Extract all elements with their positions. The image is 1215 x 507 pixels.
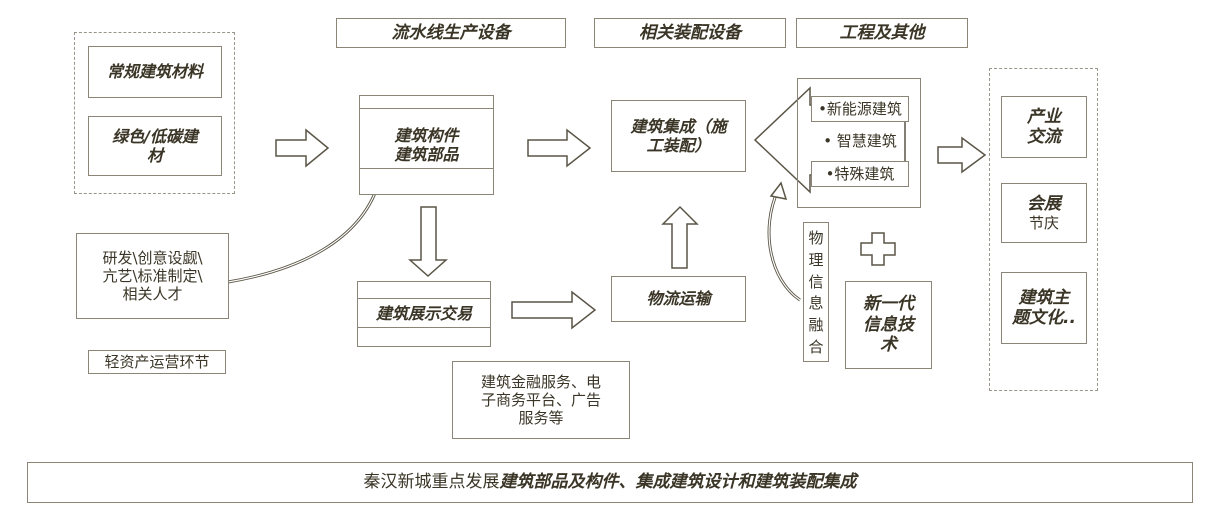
industry-group <box>989 68 1098 391</box>
rd-box: 研发\创意设觑\ 亢艺\标准制定\ 相关人才 <box>76 233 229 319</box>
materials-group <box>74 32 235 194</box>
footer-emphasis: 建筑部品及构件、集成建筑设计和建筑装配集成 <box>499 472 857 493</box>
info-fusion-char: 合 <box>808 337 824 356</box>
header-assembly-line: 流水线生产设备 <box>336 18 566 48</box>
components-line1: 建筑构件 <box>394 125 459 145</box>
expo-subtitle: 节庆 <box>1028 214 1059 233</box>
info-fusion-char: 融 <box>808 315 824 334</box>
info-fusion-box: 物 理 信 息 融 合 <box>803 222 829 362</box>
building-type-new-energy: •新能源建筑 <box>811 96 909 122</box>
expo-title: 会展 <box>1027 193 1061 214</box>
info-fusion-char: 息 <box>808 294 824 313</box>
building-type-special: •特殊建筑 <box>811 161 909 187</box>
light-asset-label: 轻资产运营环节 <box>88 350 226 374</box>
expo-box: 会展 节庆 <box>1001 183 1087 243</box>
arrow-to-integration <box>527 128 592 168</box>
finance-box: 建筑金融服务、电 子商务平台、广告 服务等 <box>452 361 630 439</box>
info-fusion-char: 信 <box>808 272 824 291</box>
components-line2: 建筑部品 <box>394 145 459 164</box>
building-types-box <box>797 78 921 208</box>
exhibition-box: 建筑展示交易 <box>357 281 491 347</box>
integration-box: 建筑集成（施 工装配） <box>611 100 746 172</box>
header-related-assembly: 相关装配设备 <box>594 18 786 48</box>
footer-banner: 秦汉新城重点发展建筑部品及构件、集成建筑设计和建筑装配集成 <box>27 462 1193 503</box>
arrow-down-to-exhibition <box>408 206 448 278</box>
info-fusion-char: 理 <box>808 250 824 269</box>
curve-arrow-info-to-types <box>767 189 801 302</box>
curve-arrow-rd-to-components <box>227 184 380 284</box>
exhibition-label: 建筑展示交易 <box>375 304 472 324</box>
logistics-box: 物流运输 <box>611 276 746 322</box>
footer-prefix: 秦汉新城重点发展 <box>363 472 500 493</box>
arrow-up-to-integration <box>661 205 699 269</box>
industry-exchange-box: 产业 交流 <box>1001 96 1087 158</box>
plus-icon <box>860 232 896 266</box>
building-type-smart: • 智慧建筑 <box>823 132 897 150</box>
info-fusion-char: 物 <box>808 229 824 248</box>
theme-culture-box: 建筑主 题文化.. <box>1001 272 1087 344</box>
materials-common-box: 常规建筑材料 <box>88 46 222 98</box>
new-it-box: 新一代 信息技 术 <box>845 281 932 369</box>
arrow-to-logistics <box>511 290 597 330</box>
arrow-to-components <box>275 128 330 168</box>
materials-green-box: 绿色/低碳建 材 <box>88 116 222 176</box>
arrow-to-right-group <box>937 136 987 174</box>
header-engineering: 工程及其他 <box>796 18 968 48</box>
components-box: 建筑构件 建筑部品 <box>359 95 494 195</box>
